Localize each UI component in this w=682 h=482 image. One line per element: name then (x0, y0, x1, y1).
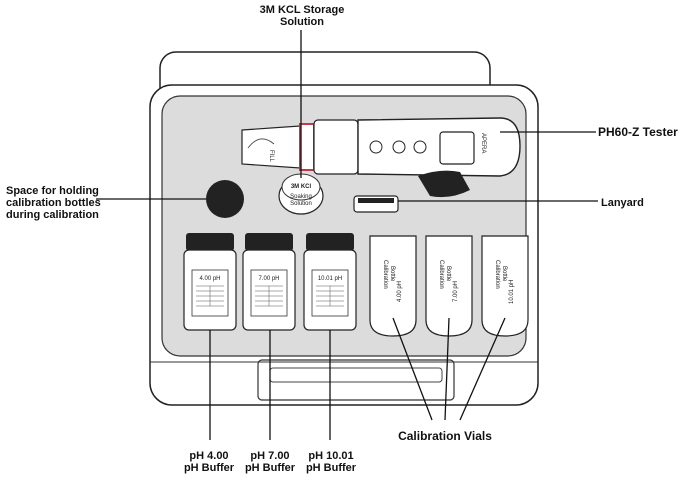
bottle-1-grid (196, 285, 224, 307)
buffer-400-line-2: pH Buffer (184, 462, 235, 474)
lanyard-band (358, 198, 394, 203)
buffer-bottle-3: 10.01 pH (303, 233, 357, 331)
calibration-vial-1: Calibration Bottle 4.00 pH (369, 235, 417, 337)
carrying-case (149, 51, 539, 406)
callout-kcl: 3M KCL Storage Solution (260, 4, 345, 28)
vial-2-line-2: Bottle (445, 266, 451, 282)
bottle-3-cap (306, 233, 354, 251)
bottle-holder-slot (206, 180, 244, 218)
callout-buffer-400: pH 4.00 pH Buffer (184, 450, 235, 474)
bottle-3-grid (316, 285, 344, 307)
leader-vial-2 (444, 317, 450, 421)
vial-2-ph: 7.00 pH (453, 281, 459, 302)
tester-lanyard-clip (418, 170, 470, 198)
buffer-700-line-1: pH 7.00 (250, 450, 289, 462)
buffer-bottle-1: 4.00 pH (183, 233, 237, 331)
kcl-cap-line-3: Solution (290, 201, 312, 207)
bottle-2-cap (245, 233, 293, 251)
tester-label: PH60-Z Tester (598, 125, 678, 139)
tester-fill-label: FILL (268, 150, 274, 163)
vial-1-line-1: Calibration (382, 260, 388, 289)
buffer-1001-line-1: pH 10.01 (308, 450, 353, 462)
vials-label: Calibration Vials (398, 429, 492, 443)
vial-2-line-1: Calibration (438, 260, 444, 289)
callout-buffer-700: pH 7.00 pH Buffer (245, 450, 296, 474)
tester-collar (299, 123, 315, 171)
tester-button-3 (413, 140, 427, 154)
lanyard-item (353, 195, 399, 213)
callout-buffer-1001: pH 10.01 pH Buffer (306, 450, 357, 474)
callout-holder: Space for holding calibration bottles du… (6, 185, 101, 221)
calibration-vial-2: Calibration Bottle 7.00 pH (425, 235, 473, 337)
tester-display (439, 131, 475, 165)
vial-2-body (425, 235, 473, 337)
leader-vial-1 (392, 317, 433, 421)
kcl-label-line-2: Solution (280, 16, 324, 28)
buffer-700-line-2: pH Buffer (245, 462, 296, 474)
tester-ring (313, 119, 359, 175)
vial-1-body (369, 235, 417, 337)
tester-cap-curve (247, 138, 275, 149)
ph-tester: FILL APERA (241, 117, 521, 198)
vial-1-ph: 4.00 pH (397, 281, 403, 302)
tester-button-1 (369, 140, 383, 154)
vial-3-ph: 10.01 pH (509, 280, 515, 304)
vial-3-line-2: Bottle (501, 266, 507, 282)
kcl-cap-line-1: 3M KCl (291, 184, 312, 190)
tester-brand-label: APERA (480, 133, 486, 153)
vial-3-body (481, 235, 529, 337)
bottle-3-text: 10.01 pH (318, 276, 342, 282)
vial-1-line-2: Bottle (389, 266, 395, 282)
leader-vial-3 (459, 317, 506, 421)
bottle-1-cap (186, 233, 234, 251)
buffer-1001-line-2: pH Buffer (306, 462, 357, 474)
calibration-vial-3: Calibration Bottle 10.01 pH (481, 235, 529, 337)
kcl-cap-line-2: Soaking (290, 194, 312, 200)
bottle-2-grid (255, 285, 283, 307)
kcl-bottle: 3M KCl Soaking Solution (278, 173, 324, 215)
kcl-label-line-1: 3M KCL Storage (260, 4, 345, 16)
bottle-1-text: 4.00 pH (199, 276, 220, 282)
buffer-bottle-2: 7.00 pH (242, 233, 296, 331)
lanyard-label: Lanyard (601, 197, 644, 209)
tester-button-2 (392, 140, 406, 154)
tester-body (357, 117, 521, 177)
case-handle (257, 359, 455, 401)
holder-label-line-2: calibration bottles (6, 197, 101, 209)
leader-lines (96, 30, 598, 440)
buffer-400-line-1: pH 4.00 (189, 450, 228, 462)
holder-label-line-1: Space for holding (6, 185, 99, 197)
vial-3-line-1: Calibration (494, 260, 500, 289)
holder-label-line-3: during calibration (6, 209, 99, 221)
bottle-2-text: 7.00 pH (258, 276, 279, 282)
